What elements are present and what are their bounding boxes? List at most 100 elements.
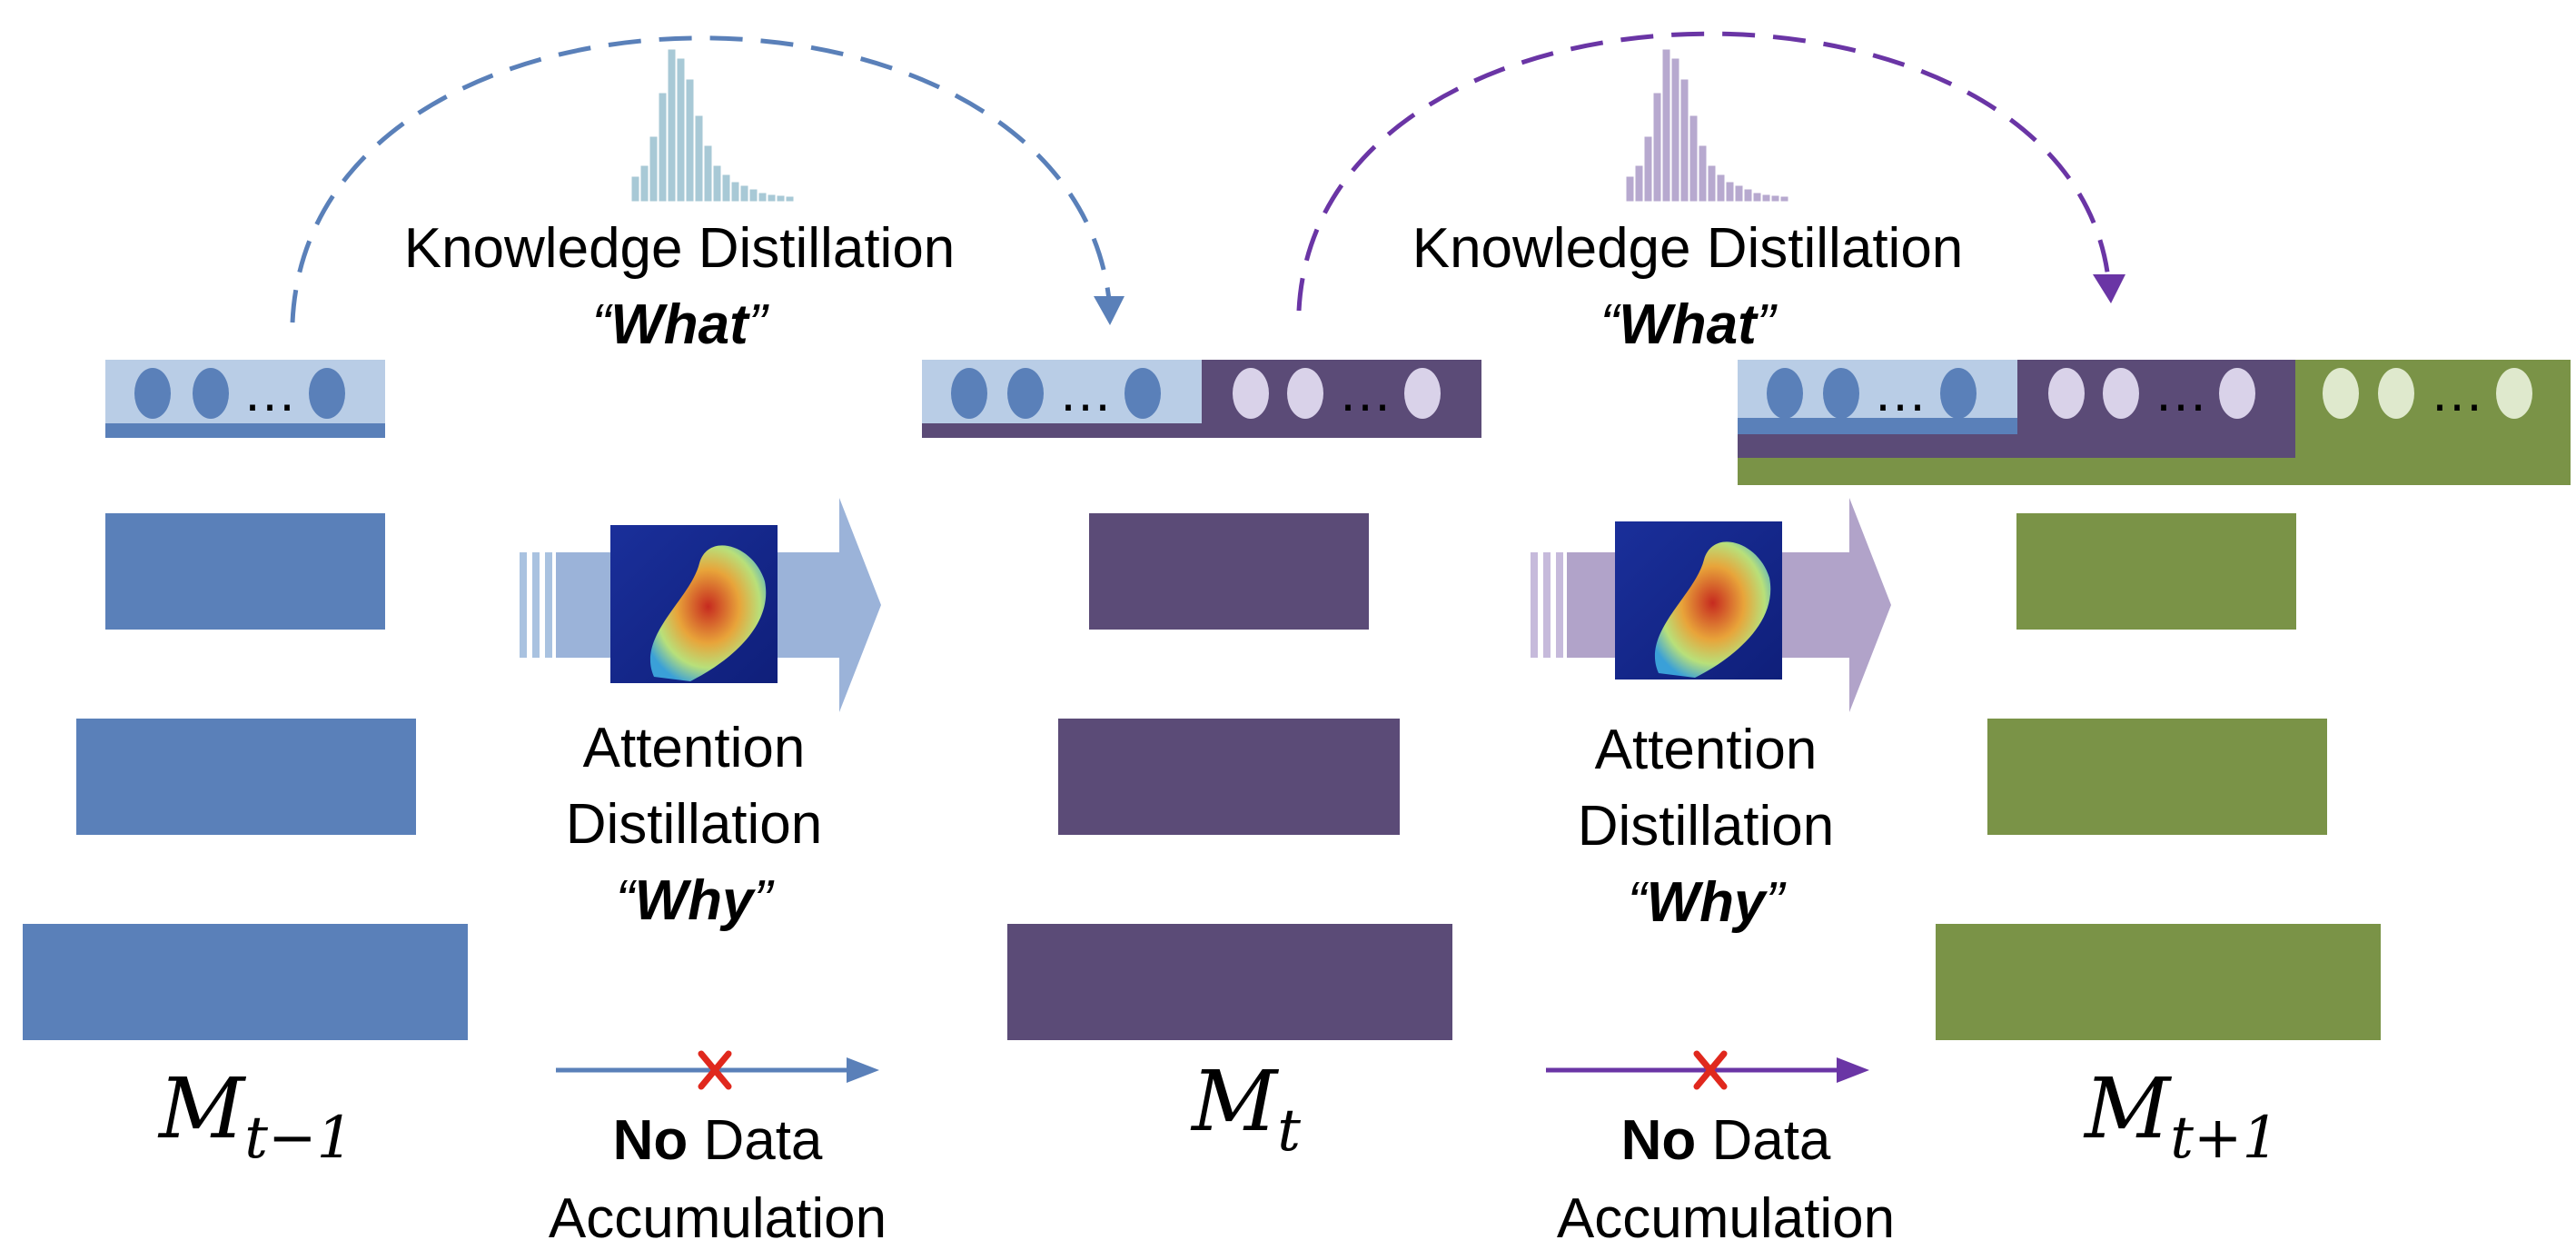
accumulation-label: Accumulation — [549, 1187, 887, 1250]
histogram-bar — [785, 195, 795, 203]
histogram-bar — [730, 181, 740, 203]
head-base — [922, 423, 1481, 438]
histogram-icon — [630, 48, 795, 203]
class-dot — [1404, 368, 1441, 419]
histogram-bar — [667, 48, 677, 203]
model-stack-t-minus-1: … Mt−1 — [23, 360, 468, 1172]
class-dot — [1125, 368, 1161, 419]
model-stack-t: … … Mt — [922, 360, 1481, 1165]
histogram-bar — [1634, 164, 1644, 203]
model-label: Mt−1 — [157, 1060, 353, 1172]
cross-stroke — [1693, 1050, 1728, 1090]
histogram-bar — [1752, 192, 1762, 203]
layer-2 — [76, 719, 416, 835]
ad-line2: Distillation — [1578, 795, 1835, 858]
histogram-bar — [776, 194, 786, 203]
attention-heatmap-icon — [1615, 521, 1782, 680]
model-label: Mt+1 — [2083, 1060, 2279, 1172]
ellipsis: … — [2430, 362, 2484, 422]
layer-2 — [1987, 719, 2327, 835]
arrow-stripe — [520, 552, 527, 658]
accumulation-label: Accumulation — [1557, 1187, 1895, 1250]
histogram-bar — [676, 57, 686, 203]
ellipsis: … — [1873, 362, 1927, 422]
layer-2 — [1058, 719, 1400, 835]
histogram-bar — [639, 164, 649, 203]
histogram-bar — [758, 192, 768, 203]
histogram-bar — [721, 174, 731, 203]
class-dot — [2323, 368, 2359, 419]
class-dot — [951, 368, 987, 419]
histogram-bar — [649, 135, 659, 203]
no-data-arrow — [1546, 1050, 1869, 1090]
cross-icon — [1693, 1050, 1728, 1090]
histogram-bar — [685, 78, 695, 203]
class-dot — [193, 368, 229, 419]
model-stack-t-plus-1: … … … Mt+1 — [1738, 360, 2571, 1172]
ellipsis: … — [2154, 362, 2208, 422]
ad-line1: Attention — [1595, 719, 1818, 781]
ad-why: “Why” — [616, 869, 775, 932]
histogram-bar — [712, 164, 722, 203]
no-data-label: No Data — [613, 1109, 823, 1172]
histogram-bar — [1689, 114, 1699, 203]
class-dot — [134, 368, 171, 419]
histogram-bar — [1625, 175, 1635, 203]
attention-heatmap-icon — [610, 525, 778, 683]
layer-1 — [1089, 513, 1369, 630]
arc-arrowhead — [2093, 274, 2125, 303]
histogram-bar — [1734, 184, 1744, 203]
layer-3 — [1936, 924, 2381, 1040]
output-head-blue-purple: … … — [922, 360, 1481, 438]
ad-line2: Distillation — [566, 793, 823, 856]
arrow-head — [1837, 1057, 1869, 1083]
histogram-bar — [1779, 195, 1789, 203]
no-data-arrow — [556, 1050, 879, 1090]
histogram-bar — [1761, 193, 1771, 203]
arrow-stripe — [545, 552, 552, 658]
ad-why: “Why” — [1628, 871, 1787, 934]
head-base-blue — [1738, 418, 2017, 434]
no-data-label: No Data — [1621, 1109, 1831, 1172]
layer-3 — [1007, 924, 1452, 1040]
histogram-bar — [694, 114, 704, 203]
class-dot — [1233, 368, 1269, 419]
histogram-bar — [1743, 188, 1753, 203]
histogram-bar — [1770, 194, 1780, 203]
transition-2: Knowledge Distillation “What” Attention … — [1296, 31, 2125, 1250]
head-base — [105, 423, 385, 438]
class-dot — [2103, 368, 2139, 419]
arrow-stripe — [1531, 552, 1538, 658]
layer-1 — [2016, 513, 2296, 630]
class-dot — [1007, 368, 1044, 419]
ellipsis: … — [1338, 362, 1392, 422]
histogram-bar — [1679, 78, 1689, 203]
class-dot — [2219, 368, 2255, 419]
cross-icon — [698, 1050, 732, 1090]
histogram-bar — [1661, 48, 1671, 203]
histogram-bar — [1707, 164, 1717, 203]
histogram-bar — [1725, 181, 1735, 203]
layer-3 — [23, 924, 468, 1040]
histogram-bar — [767, 193, 777, 203]
knowledge-distillation-arc — [1296, 31, 2112, 312]
ellipsis: … — [243, 362, 297, 422]
histogram-bar — [1670, 57, 1680, 203]
histogram-icon — [1625, 48, 1789, 203]
ad-line1: Attention — [583, 717, 806, 779]
class-dot — [2378, 368, 2414, 419]
histogram-bar — [748, 188, 758, 203]
heatmap-blob — [649, 545, 767, 681]
output-head-blue: … — [105, 360, 385, 438]
output-head-blue-purple-green: … … … — [1738, 360, 2571, 485]
class-dot — [1940, 368, 1977, 419]
class-dot — [1823, 368, 1859, 419]
histogram-bar — [658, 92, 668, 203]
arrow-stripe — [1556, 552, 1563, 658]
histogram-bar — [1698, 144, 1708, 203]
transition-1: Knowledge Distillation “What” Attention … — [290, 35, 1125, 1250]
arrow-stripe — [532, 552, 540, 658]
kd-title: Knowledge Distillation — [404, 217, 956, 280]
class-dot — [1767, 368, 1803, 419]
